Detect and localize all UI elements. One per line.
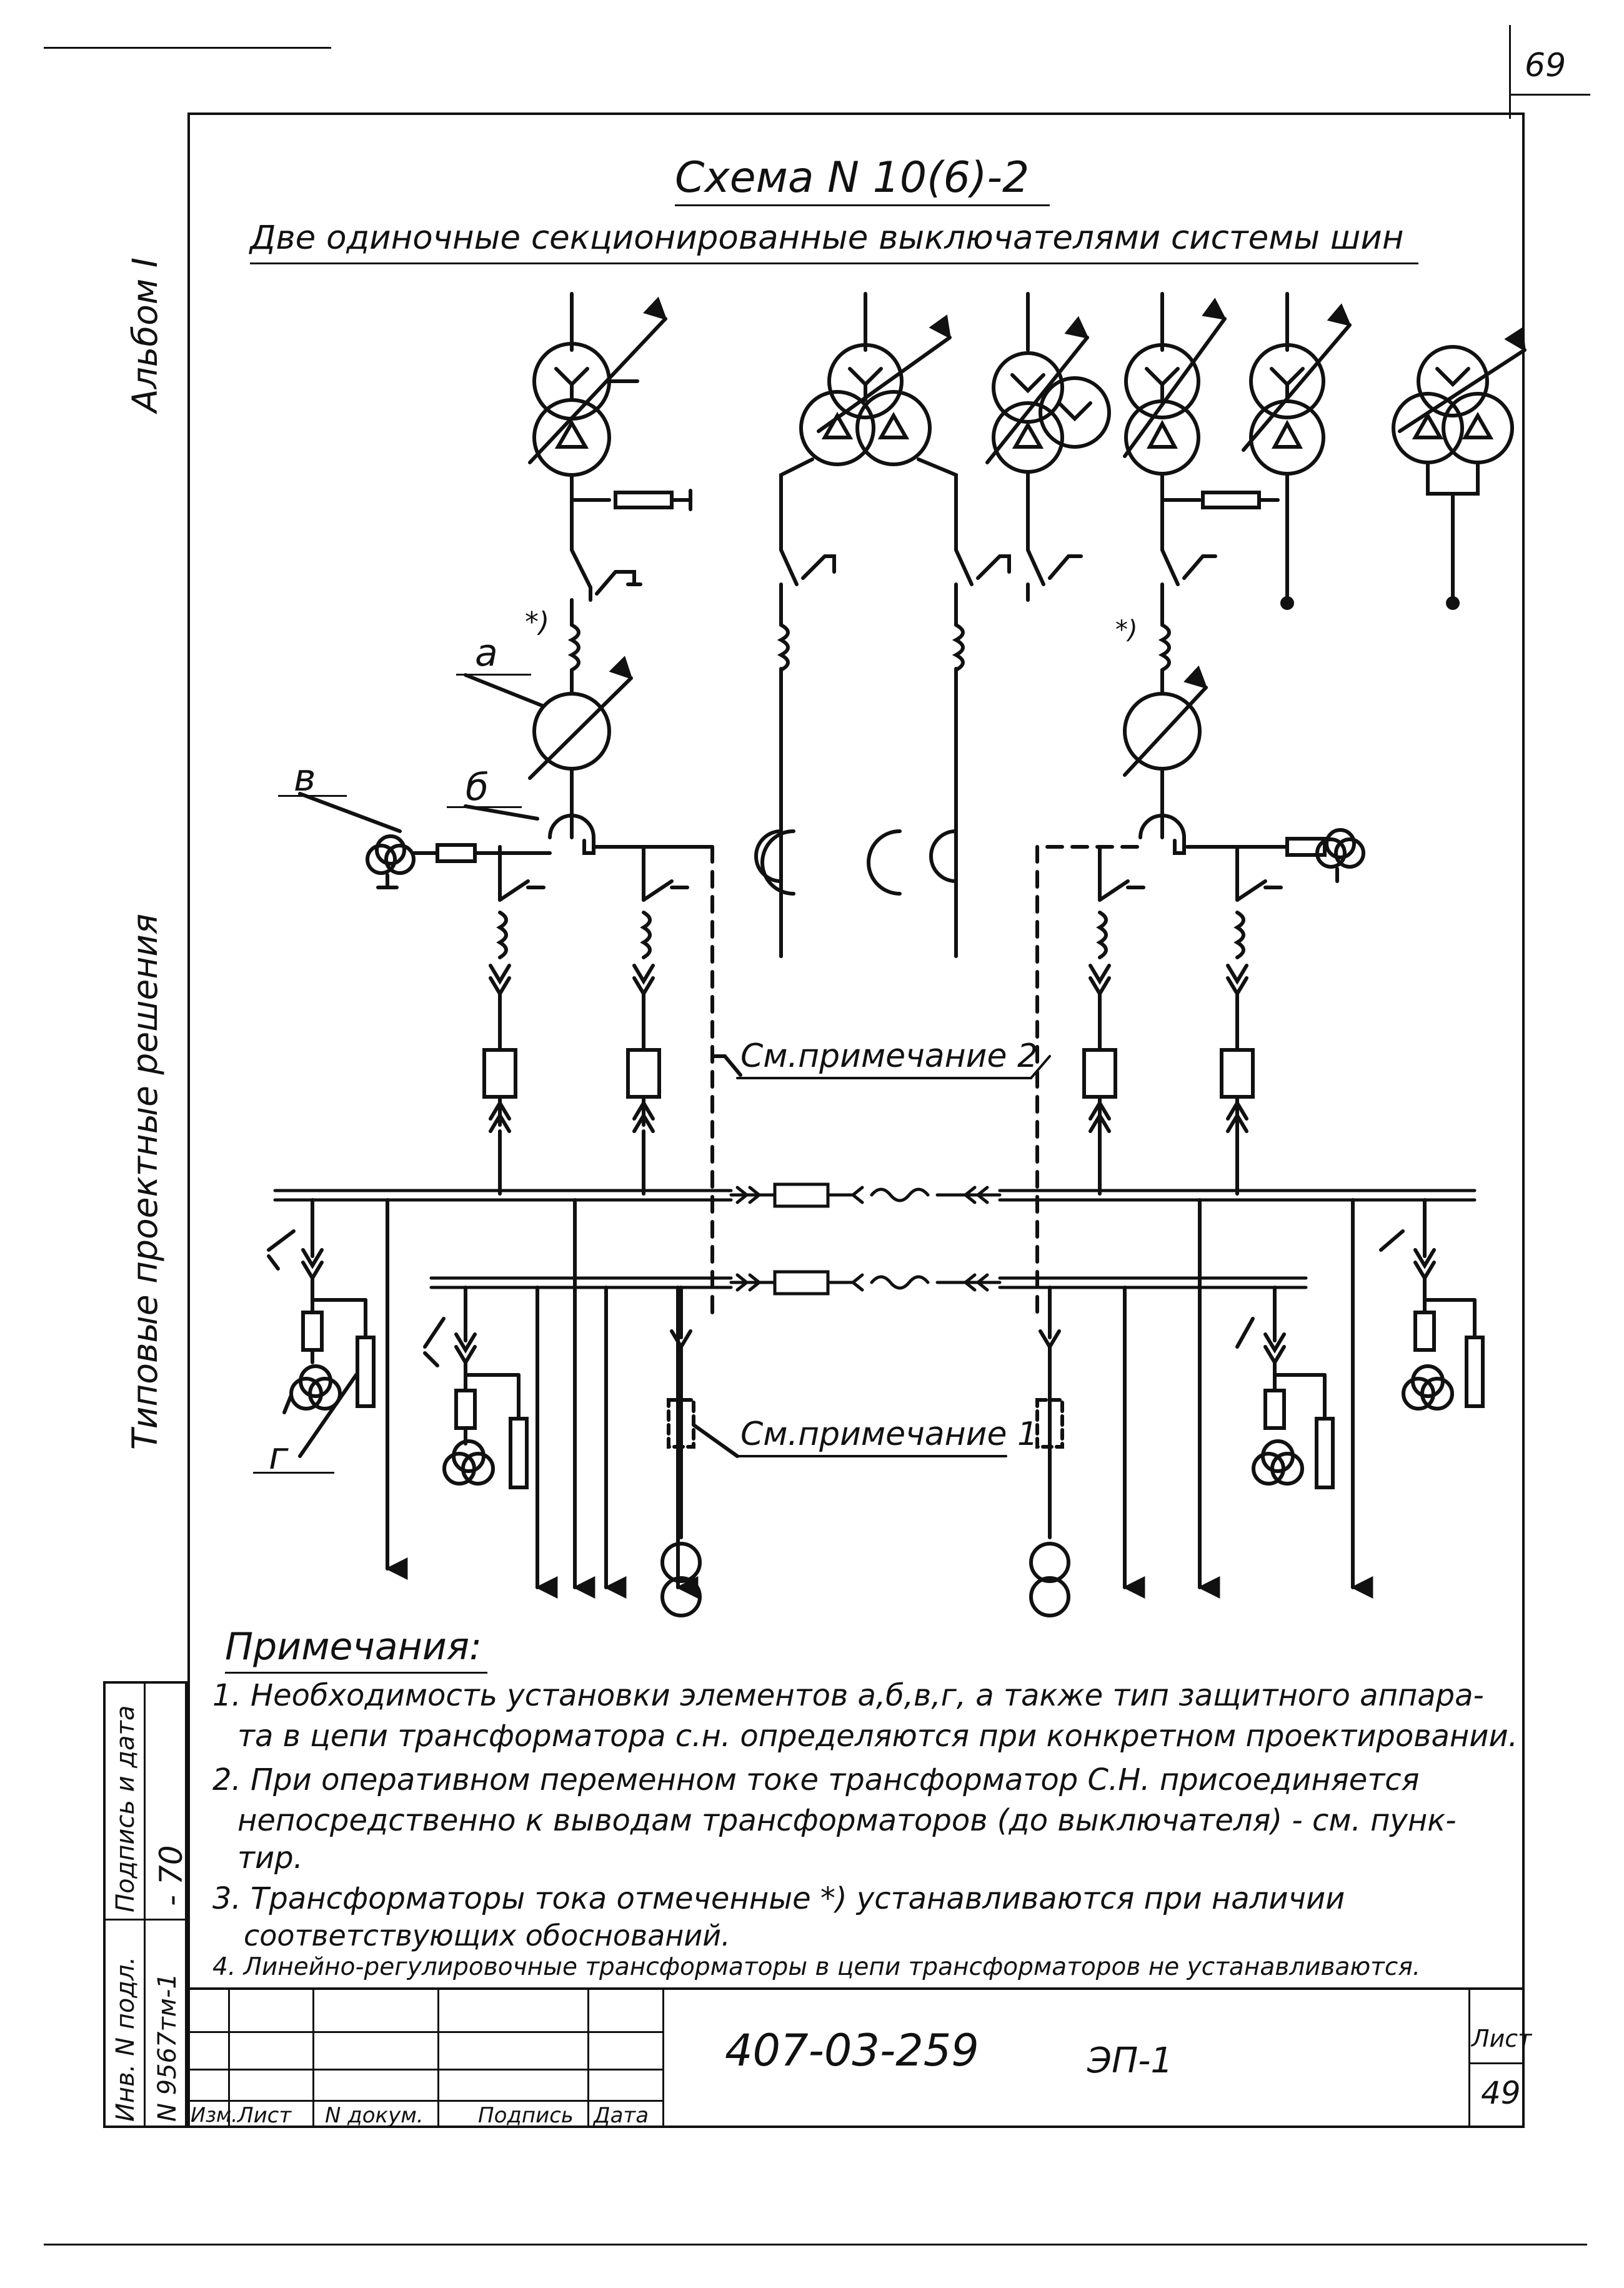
right-aux-lower-feed [1029, 1286, 1070, 1617]
sheet-label: Лист [1472, 2025, 1532, 2052]
header-list: Лист [237, 2103, 292, 2128]
label-b-underline [447, 806, 522, 808]
electrical-diagram [267, 292, 1527, 1617]
disconnector-left [570, 548, 642, 602]
title-block-col-3 [437, 1987, 439, 2128]
label-element-b: б [466, 766, 489, 809]
center-three-winding-transformer [779, 292, 958, 552]
transformer-two-winding [1242, 292, 1352, 610]
transformer-three-winding-yy [985, 292, 1111, 602]
right-feeder-1 [1082, 845, 1145, 1196]
title-block-col-2 [312, 1987, 314, 2128]
note-line-2: та в цепи трансформатора с.н. определяют… [237, 1719, 1518, 1754]
header-signature: Подпись [478, 2103, 574, 2128]
right-outgoing-lines [1122, 1198, 1373, 1599]
label-element-g: г [269, 1434, 289, 1478]
left-feeder-2 [626, 845, 689, 1196]
title-underline [675, 204, 1050, 206]
drawing-frame [187, 112, 1525, 2128]
left-aux-lower-feed [660, 1286, 702, 1617]
note-line-1: 1. Необходимость установки элементов а,б… [212, 1678, 1484, 1713]
subtitle-underline [250, 262, 1418, 264]
callout-note-2: См.примечание 2 [740, 1037, 1039, 1075]
page-subtitle: Две одиночные секционированные выключате… [250, 219, 1404, 257]
current-transformer-star-left [567, 623, 580, 672]
note-line-5: тир. [237, 1841, 303, 1876]
title-block [187, 1987, 1525, 2128]
right-voltage-transformer-upper [1379, 1198, 1485, 1411]
stamp-sign-value: - 70 [153, 1845, 189, 1906]
document-number: 407-03-259 [725, 2025, 979, 2076]
note-line-4: непосредственно к выводам трансформаторо… [237, 1803, 1457, 1838]
note-line-8: 4. Линейно-регулировочные трансформаторы… [212, 1953, 1421, 1981]
sheet-code: ЭП-1 [1087, 2041, 1173, 2081]
stamp-sign-label: Подпись и дата [111, 1705, 140, 1912]
transformer-split-winding [1392, 327, 1527, 610]
corner-vertical-line [1509, 25, 1511, 119]
note-line-6: 3. Трансформаторы тока отмеченные *) уст… [212, 1881, 1345, 1916]
page-number: 69 [1525, 47, 1567, 84]
element-b-reactor-left [548, 804, 595, 855]
header-doc-number: N докум. [325, 2103, 424, 2128]
sheet-number: 49 [1481, 2075, 1521, 2111]
title-block-row-2 [187, 2069, 662, 2071]
header-izm: Изм. [191, 2103, 238, 2127]
label-element-v: в [294, 756, 316, 800]
page-title: Схема N 10(6)-2 [675, 153, 1030, 202]
element-v-aux-transformer-left [366, 834, 552, 889]
element-a-regulating-transformer [528, 656, 633, 780]
busbar-lower [429, 1270, 1308, 1296]
aux-transformer-right [1315, 828, 1365, 883]
title-block-col-4 [587, 1987, 589, 2128]
center-right-branch [929, 548, 1011, 958]
note-line-7: соответствующих обоснований. [244, 1919, 730, 1952]
top-left-fragment-line [44, 47, 331, 49]
power-transformer-left [528, 296, 667, 477]
label-star-left: *) [525, 606, 550, 638]
label-a-underline [456, 674, 531, 676]
left-voltage-transformer-upper [267, 1198, 376, 1414]
center-reactor-pair [760, 829, 902, 896]
title-block-row-3 [187, 2100, 662, 2102]
left-voltage-transformer-lower [423, 1286, 529, 1489]
stamp-inv-value: N 9567тм-1 [153, 1973, 182, 2122]
note-line-3: 2. При оперативном переменном токе транс… [212, 1762, 1420, 1797]
left-outgoing-lines [385, 1198, 699, 1599]
callout-note-1: См.примечание 1 [740, 1416, 1039, 1453]
left-feeder-1 [482, 845, 545, 1196]
transformer-right-main [1123, 292, 1280, 855]
notes-heading-underline [225, 1672, 487, 1674]
lightning-arrester-left [614, 489, 692, 511]
title-block-col-sheet [1468, 1987, 1470, 2128]
right-voltage-transformer-lower [1235, 1286, 1335, 1489]
label-g-underline [253, 1472, 334, 1474]
busbar-upper [273, 1182, 1477, 1208]
title-block-row-1 [187, 2031, 662, 2033]
label-v-underline [278, 795, 347, 797]
label-element-a: а [475, 631, 498, 675]
stamp-column-divider [144, 1681, 146, 2128]
title-block-col-1 [228, 1987, 230, 2128]
title-block-col-5 [662, 1987, 664, 2128]
stamp-column-row-line [103, 1919, 187, 1921]
right-feeder-2 [1220, 845, 1283, 1196]
bottom-edge-line [44, 2244, 1587, 2246]
stamp-inv-label: Инв. N подл. [111, 1956, 140, 2122]
title-block-sheet-divider [1468, 2062, 1525, 2064]
header-date: Дата [594, 2103, 649, 2128]
left-transformer-chain [528, 292, 692, 855]
label-star-right: *) [1115, 616, 1138, 644]
corner-horizontal-line [1509, 94, 1590, 96]
center-left-branch [754, 548, 836, 958]
notes-heading: Примечания: [225, 1625, 482, 1669]
